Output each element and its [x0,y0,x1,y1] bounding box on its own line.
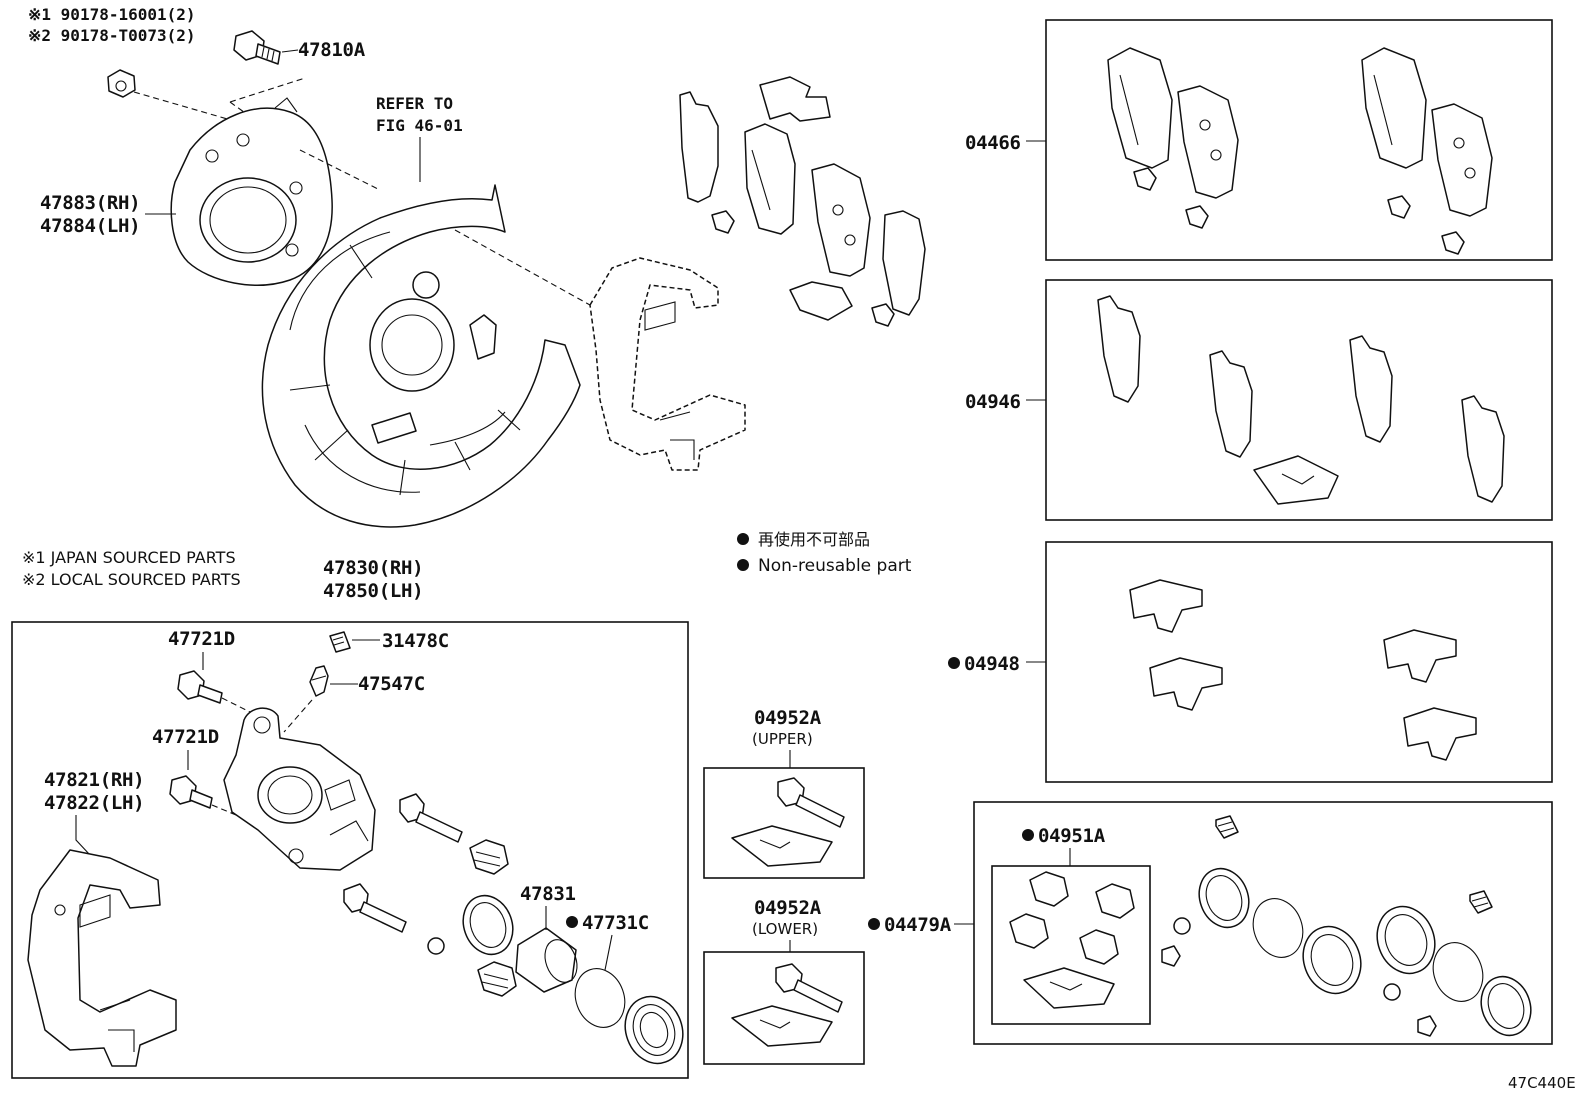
slide-pin-kit-lower [731,963,843,1047]
box-04951A [991,865,1151,1025]
label-47721D-lower: 47721D [152,726,219,748]
note-local-sourced: ※2 LOCAL SOURCED PARTS [22,570,241,589]
clip-kit-04948 [1129,579,1477,761]
note-japan-bolt: ※1 90178-16001(2) [28,5,196,24]
legend-english: Non-reusable part [758,556,912,576]
non-reusable-dot-icon [868,918,880,930]
box-04479A [973,801,1553,1045]
label-47721D-upper: 47721D [168,628,235,650]
label-47822: 47822(LH) [44,792,144,814]
figure-code: 47C440E [1508,1074,1576,1092]
non-reusable-dot-icon [566,916,578,928]
label-47850: 47850(LH) [323,580,423,602]
label-upper: (UPPER) [752,730,813,748]
seal-kit-04479A [1161,815,1532,1037]
box-04466 [1045,19,1553,261]
non-reusable-dot-icon [737,559,749,571]
piston-47831 [515,927,578,993]
label-lower: (LOWER) [752,920,818,938]
leader-47810A [281,49,299,53]
label-04952A-lower: 04952A [754,897,822,919]
non-reusable-dot-icon [737,533,749,545]
dash-bleeder [283,699,313,733]
label-47821: 47821(RH) [44,769,144,791]
boot-upper [469,839,509,875]
boot-kit-04951A [1009,871,1135,1009]
label-04946: 04946 [965,391,1021,413]
label-47731C: 47731C [582,912,649,934]
note-japan-sourced: ※1 JAPAN SOURCED PARTS [22,548,236,567]
bolt-47721D-lower [169,775,213,809]
caliper-assembly-box [11,621,689,1079]
pad-kit-04466 [1107,47,1493,255]
dash-hub-shield [299,149,381,191]
refer-to-line1: REFER TO [376,94,453,113]
label-04479A: 04479A [884,914,952,936]
legend-japanese: 再使用不可部品 [758,530,870,549]
label-04948: 04948 [964,653,1020,675]
label-04951A: 04951A [1038,825,1106,847]
note-local-bolt: ※2 90178-T0073(2) [28,26,196,45]
boot-lower [477,961,517,997]
label-31478C: 31478C [382,630,449,652]
non-reusable-dot-icon [1022,829,1034,841]
dash-bolt-hub [229,77,306,116]
label-47830: 47830(RH) [323,557,423,579]
bleeder-plug [309,665,329,697]
caliper-mount-lower [27,849,177,1067]
refer-to-line2: FIG 46-01 [376,116,463,135]
piston-seal [462,894,514,956]
leader-47731C [604,934,613,971]
label-47883: 47883(RH) [40,192,140,214]
box-04948 [1045,541,1553,783]
dust-shield [261,184,581,528]
label-04466: 04466 [965,132,1021,154]
box-04952A-lower [703,951,865,1065]
dust-boot-ring [624,995,684,1065]
bolt-47721D-upper [177,670,223,704]
shim-kit-04946 [1097,295,1505,505]
slide-pin-kit-upper [731,777,845,867]
hub-carrier [170,97,333,286]
slide-pin-upper [399,793,463,843]
label-47547C: 47547C [358,673,425,695]
caliper-body [223,707,376,871]
bleeder-cap [329,631,351,653]
caliper-mount-upper [589,257,746,471]
non-reusable-dot-icon [948,657,960,669]
bolt-47810A [233,30,281,65]
label-47831: 47831 [520,883,576,905]
center-pad-set [679,76,926,327]
leader-47821 [75,815,91,856]
o-ring [574,968,626,1028]
label-47884: 47884(LH) [40,215,140,237]
label-47810A: 47810A [298,39,366,61]
label-04952A-upper: 04952A [754,707,822,729]
nut-icon [107,69,136,98]
box-04952A-upper [703,767,865,879]
dash-bolt1 [221,697,251,713]
dash-shield-mount [454,229,591,306]
bushing-icon [427,937,445,955]
slide-pin-lower [343,883,407,933]
